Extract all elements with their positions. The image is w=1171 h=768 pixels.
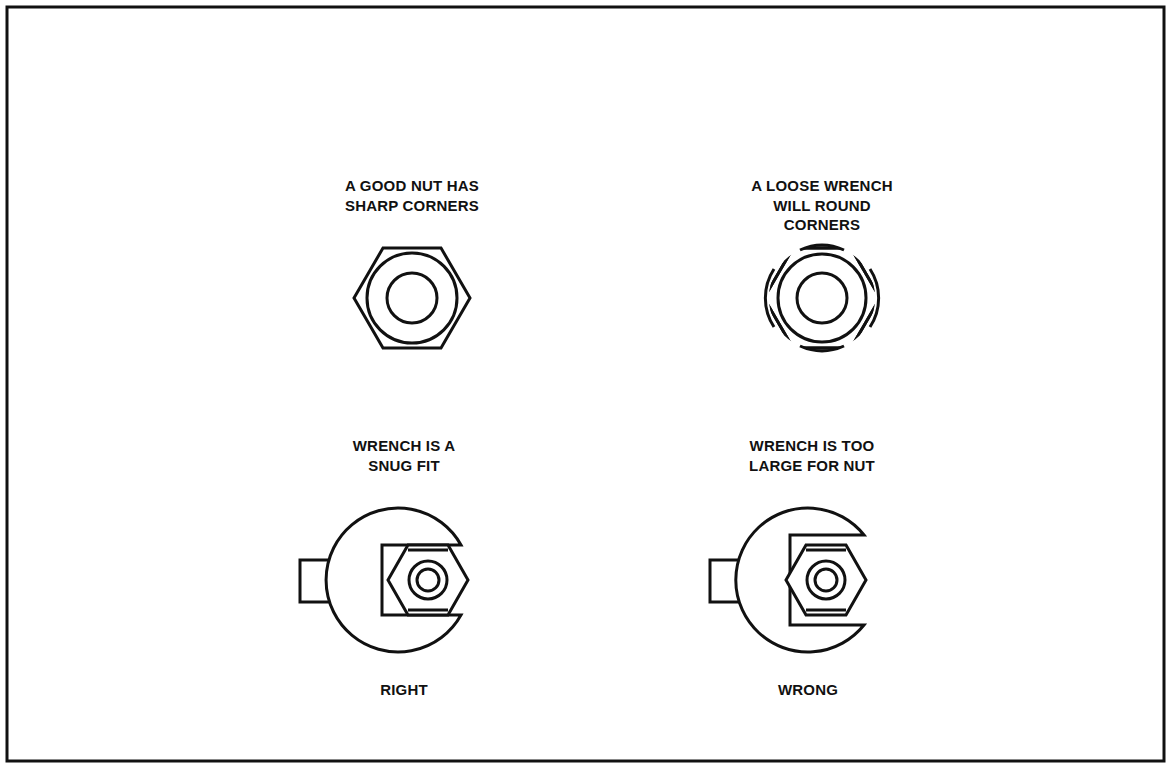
- loose-wrench: [710, 508, 866, 652]
- caption: A GOOD NUT HAS SHARP CORNERS: [327, 176, 497, 215]
- verdict: RIGHT: [344, 680, 464, 700]
- caption: WRENCH IS A SNUG FIT: [339, 436, 469, 475]
- caption: A LOOSE WRENCH WILL ROUND CORNERS: [737, 176, 907, 235]
- sharp-nut: [354, 248, 470, 348]
- frame: [7, 7, 1164, 761]
- snug-wrench: [300, 508, 468, 652]
- rounded-nut: [764, 245, 880, 351]
- caption: WRENCH IS TOO LARGE FOR NUT: [737, 436, 887, 475]
- verdict: WRONG: [748, 680, 868, 700]
